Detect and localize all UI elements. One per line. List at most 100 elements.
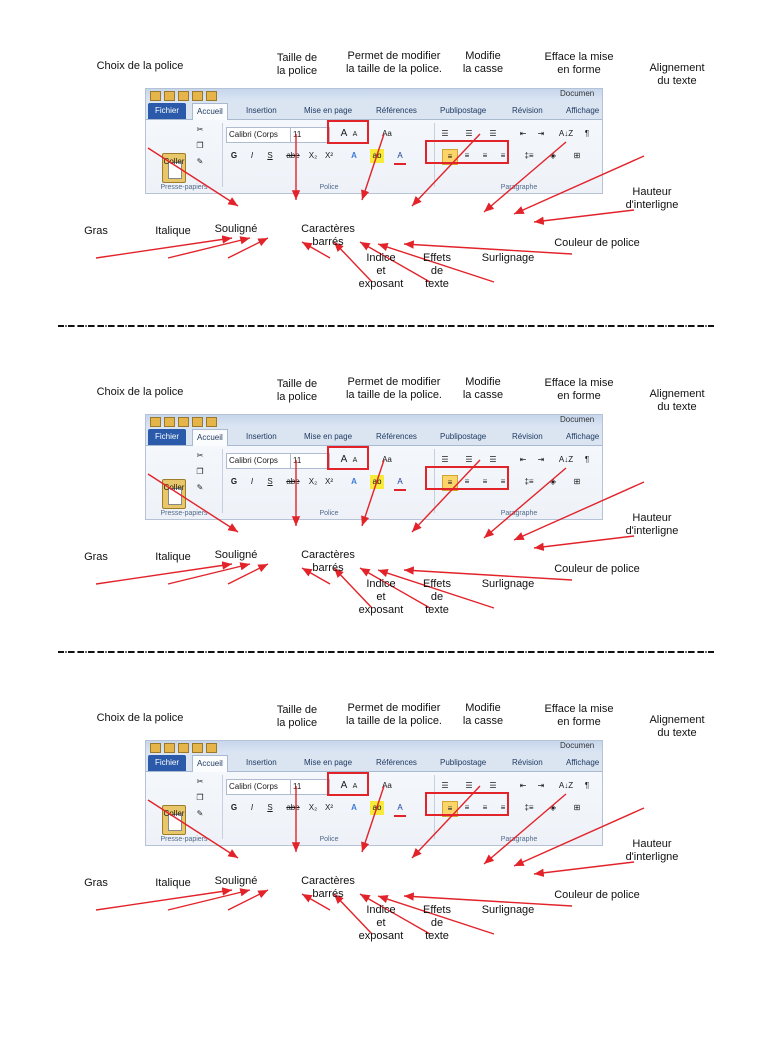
superscript-button[interactable]: X² (325, 477, 333, 486)
tab-insertion[interactable]: Insertion (246, 758, 277, 767)
cut-icon[interactable]: ✂ (196, 777, 204, 786)
copy-icon[interactable]: ❐ (196, 467, 204, 476)
paste-button[interactable]: Coller (163, 157, 185, 166)
align-center-icon[interactable]: ≡ (464, 477, 470, 486)
grow-font-button[interactable]: A (340, 780, 348, 791)
increase-indent-icon[interactable]: ⇥ (537, 781, 545, 790)
grow-font-button[interactable]: A (340, 454, 348, 465)
redo-icon[interactable] (192, 91, 203, 101)
italic-button[interactable]: I (250, 151, 254, 160)
justify-icon[interactable]: ≡ (500, 151, 506, 160)
numbering-icon[interactable]: ☰ (465, 129, 473, 138)
undo-icon[interactable] (178, 743, 189, 753)
pilcrow-button[interactable]: ¶ (584, 781, 590, 790)
open-icon[interactable] (206, 91, 217, 101)
save-icon[interactable] (164, 743, 175, 753)
tab-affichage[interactable]: Affichage (566, 758, 600, 767)
tab-references[interactable]: Références (376, 758, 417, 767)
undo-icon[interactable] (178, 91, 189, 101)
paste-button[interactable]: Coller (163, 809, 185, 818)
tab-accueil[interactable]: Accueil (192, 103, 228, 120)
font-color-button[interactable]: A (394, 149, 406, 165)
paste-button[interactable]: Coller (163, 483, 185, 492)
bold-button[interactable]: G (230, 477, 238, 486)
decrease-indent-icon[interactable]: ⇤ (519, 455, 527, 464)
italic-button[interactable]: I (250, 803, 254, 812)
pilcrow-button[interactable]: ¶ (584, 455, 590, 464)
tab-references[interactable]: Références (376, 432, 417, 441)
align-center-icon[interactable]: ≡ (464, 803, 470, 812)
align-right-icon[interactable]: ≡ (482, 803, 488, 812)
tab-publipostage[interactable]: Publipostage (440, 432, 487, 441)
bold-button[interactable]: G (230, 803, 238, 812)
multilevel-list-icon[interactable]: ☰ (489, 455, 497, 464)
shading-icon[interactable]: ◈ (549, 477, 557, 486)
bullets-icon[interactable]: ☰ (441, 781, 449, 790)
strikethrough-button[interactable]: abe (286, 803, 300, 812)
shrink-font-button[interactable]: A (352, 131, 358, 138)
format-painter-icon[interactable]: ✎ (196, 809, 204, 818)
shading-icon[interactable]: ◈ (549, 803, 557, 812)
font-color-button[interactable]: A (394, 475, 406, 491)
numbering-icon[interactable]: ☰ (465, 455, 473, 464)
open-icon[interactable] (206, 743, 217, 753)
tab-accueil[interactable]: Accueil (192, 429, 228, 446)
multilevel-list-icon[interactable]: ☰ (489, 129, 497, 138)
subscript-button[interactable]: X₂ (308, 477, 318, 486)
change-case-button[interactable]: Aa (382, 129, 392, 138)
tab-fichier[interactable]: Fichier (148, 103, 186, 119)
underline-button[interactable]: S (267, 477, 273, 486)
save-icon[interactable] (164, 91, 175, 101)
cut-icon[interactable]: ✂ (196, 451, 204, 460)
strikethrough-button[interactable]: abe (286, 477, 300, 486)
superscript-button[interactable]: X² (325, 151, 333, 160)
font-name-combo[interactable]: Calibri (Corps (226, 127, 292, 143)
change-case-button[interactable]: Aa (382, 455, 392, 464)
cut-icon[interactable]: ✂ (196, 125, 204, 134)
tab-insertion[interactable]: Insertion (246, 432, 277, 441)
font-size-combo[interactable]: 11 (290, 127, 330, 143)
save-icon[interactable] (164, 417, 175, 427)
line-spacing-button[interactable]: ‡≡ (524, 803, 534, 812)
tab-publipostage[interactable]: Publipostage (440, 106, 487, 115)
tab-affichage[interactable]: Affichage (566, 432, 600, 441)
font-size-combo[interactable]: 11 (290, 779, 330, 795)
tab-accueil[interactable]: Accueil (192, 755, 228, 772)
paste-icon[interactable] (162, 153, 186, 183)
tab-revision[interactable]: Révision (512, 758, 543, 767)
sort-button[interactable]: A↓Z (558, 455, 574, 464)
strikethrough-button[interactable]: abe (286, 151, 300, 160)
paste-icon[interactable] (162, 805, 186, 835)
borders-icon[interactable]: ⊞ (573, 477, 581, 486)
tab-fichier[interactable]: Fichier (148, 755, 186, 771)
subscript-button[interactable]: X₂ (308, 151, 318, 160)
align-right-icon[interactable]: ≡ (482, 151, 488, 160)
bullets-icon[interactable]: ☰ (441, 129, 449, 138)
tab-mise-en-page[interactable]: Mise en page (304, 106, 353, 115)
pilcrow-button[interactable]: ¶ (584, 129, 590, 138)
redo-icon[interactable] (192, 743, 203, 753)
increase-indent-icon[interactable]: ⇥ (537, 455, 545, 464)
borders-icon[interactable]: ⊞ (573, 151, 581, 160)
sort-button[interactable]: A↓Z (558, 129, 574, 138)
decrease-indent-icon[interactable]: ⇤ (519, 129, 527, 138)
multilevel-list-icon[interactable]: ☰ (489, 781, 497, 790)
text-effects-button[interactable]: A (351, 477, 357, 486)
subscript-button[interactable]: X₂ (308, 803, 318, 812)
align-right-icon[interactable]: ≡ (482, 477, 488, 486)
shrink-font-button[interactable]: A (352, 783, 358, 790)
tab-mise-en-page[interactable]: Mise en page (304, 758, 353, 767)
font-color-button[interactable]: A (394, 801, 406, 817)
line-spacing-button[interactable]: ‡≡ (524, 151, 534, 160)
underline-button[interactable]: S (267, 151, 273, 160)
superscript-button[interactable]: X² (325, 803, 333, 812)
font-size-combo[interactable]: 11 (290, 453, 330, 469)
change-case-button[interactable]: Aa (382, 781, 392, 790)
open-icon[interactable] (206, 417, 217, 427)
word-icon[interactable] (150, 417, 161, 427)
shrink-font-button[interactable]: A (352, 457, 358, 464)
sort-button[interactable]: A↓Z (558, 781, 574, 790)
line-spacing-button[interactable]: ‡≡ (524, 477, 534, 486)
increase-indent-icon[interactable]: ⇥ (537, 129, 545, 138)
grow-font-button[interactable]: A (340, 128, 348, 139)
